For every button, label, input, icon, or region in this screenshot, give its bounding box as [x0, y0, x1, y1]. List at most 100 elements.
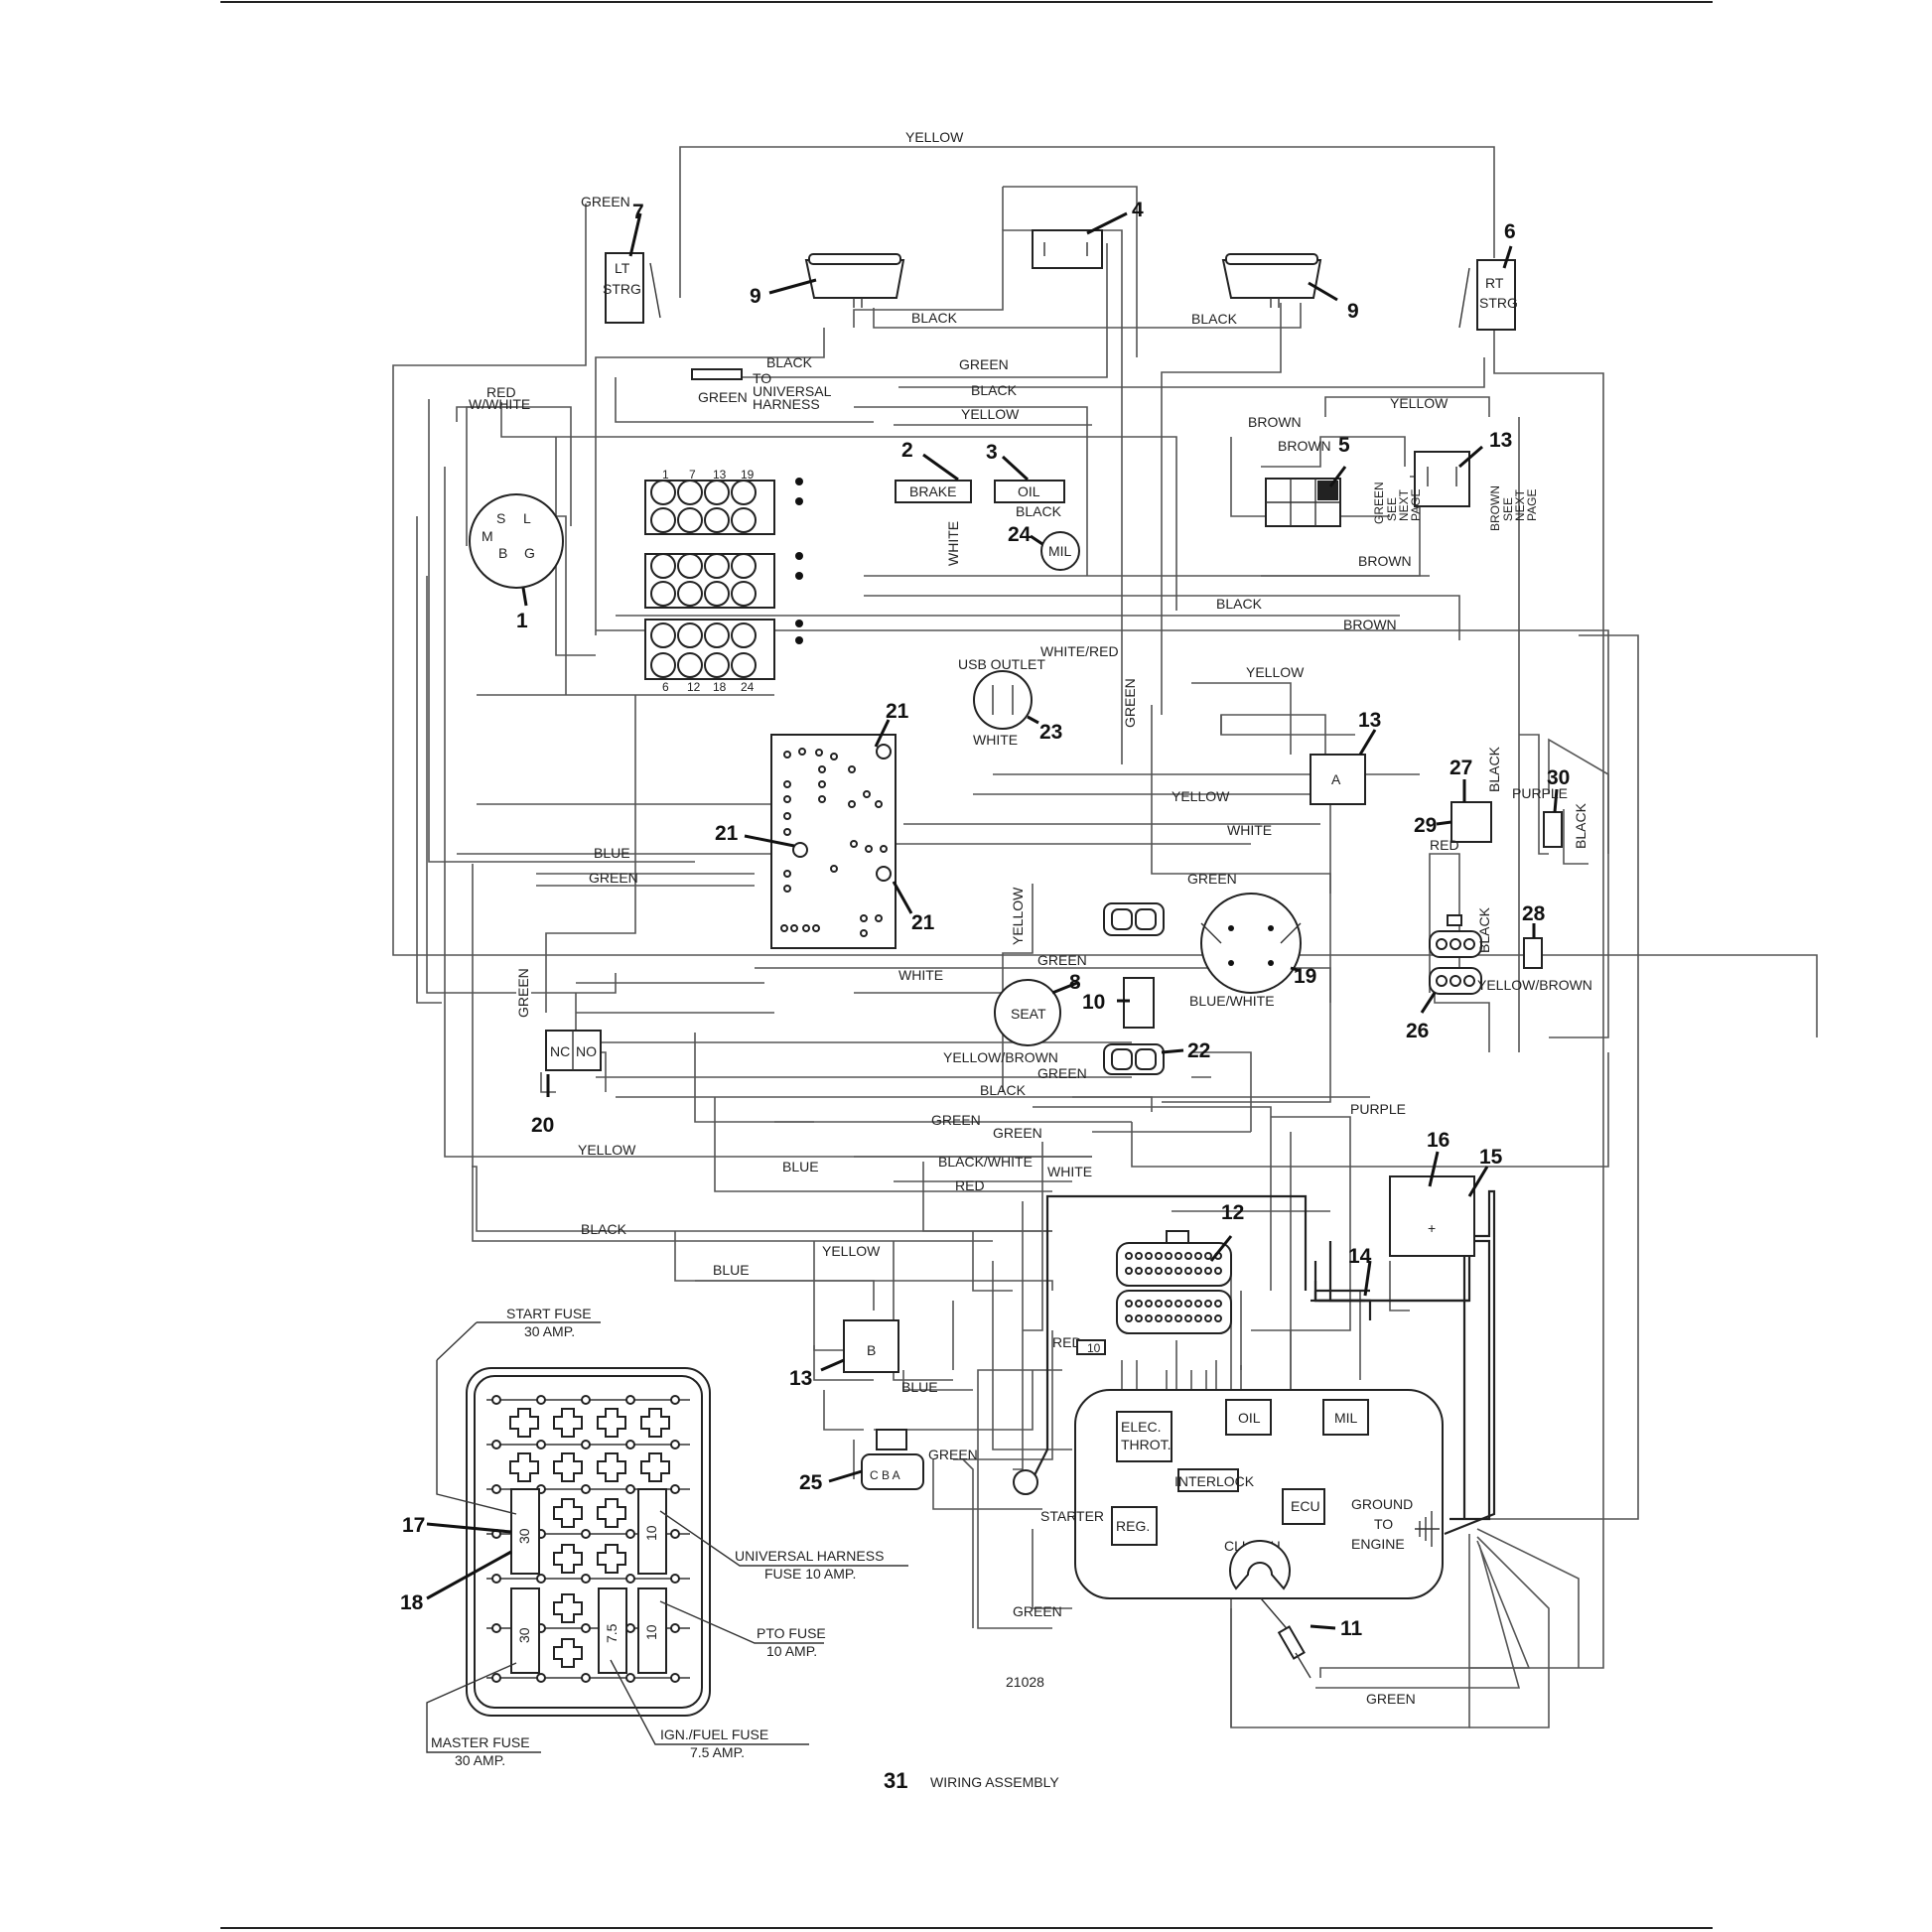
- elec-throt-2: THROT.: [1121, 1437, 1172, 1452]
- callout-23: 23: [1039, 721, 1062, 744]
- pto-fuse-1: PTO FUSE: [757, 1625, 826, 1641]
- fuse-10-inline: [1076, 1339, 1106, 1355]
- callout-2: 2: [901, 439, 913, 462]
- no-label: NO: [576, 1043, 597, 1059]
- component-10: [1123, 977, 1155, 1029]
- lt-strg-switch: LT STRG: [603, 252, 661, 324]
- wire-network: [392, 146, 1818, 1728]
- module-27-29: [1450, 801, 1492, 843]
- callout-27: 27: [1449, 757, 1472, 779]
- relay-a-label: A: [1331, 771, 1341, 787]
- connector-pin: [731, 622, 757, 648]
- callout-17: 17: [402, 1514, 425, 1537]
- connector-pin: [677, 553, 703, 579]
- ign-fuse-2: 7.5 AMP.: [690, 1744, 745, 1760]
- module-terminal: [850, 840, 858, 848]
- fuse-row-dot: [581, 1574, 591, 1584]
- fuse-row-dot: [625, 1673, 635, 1683]
- module-terminal: [783, 751, 791, 759]
- fuse-row-dot: [581, 1623, 591, 1633]
- ecu-pin: [1174, 1314, 1182, 1322]
- fuse-socket: [553, 1638, 583, 1668]
- connector-24pin: 1 7 13 19 6 12 18 24: [644, 468, 803, 694]
- connector-25-pins: C B A: [870, 1468, 900, 1482]
- module-terminal: [783, 870, 791, 878]
- display-left: [804, 253, 905, 308]
- module-terminal: [818, 795, 826, 803]
- connector-25: C B A: [861, 1429, 924, 1490]
- universal-fuse-2: FUSE 10 AMP.: [764, 1566, 856, 1582]
- wl-yellow-brown: YELLOW/BROWN: [943, 1049, 1058, 1065]
- wl-brown-2: BROWN: [1278, 438, 1331, 454]
- ecu-pin: [1145, 1300, 1153, 1308]
- universal-harness-plug: [691, 368, 743, 380]
- callout-6: 6: [1504, 220, 1516, 243]
- ecu-pin: [1155, 1267, 1163, 1275]
- fuse-row-dot: [536, 1673, 546, 1683]
- engine-ground-1: GROUND: [1351, 1496, 1413, 1512]
- fuse-row-dot: [625, 1484, 635, 1494]
- fuse-row-dot: [625, 1395, 635, 1405]
- pin-1: 1: [662, 468, 669, 482]
- module-terminal: [815, 749, 823, 757]
- fuse-socket: [553, 1498, 583, 1528]
- ignition-switch: S L M B G: [469, 493, 564, 589]
- engine-mil: MIL: [1334, 1410, 1358, 1426]
- ign-g: G: [524, 545, 535, 561]
- module-terminal: [790, 924, 798, 932]
- wl-green-b: GREEN: [993, 1125, 1042, 1141]
- callout-3: 3: [986, 441, 998, 464]
- see-next-green-2: SEE: [1385, 497, 1399, 521]
- callout-28: 28: [1522, 902, 1546, 925]
- controller-module: [770, 734, 897, 949]
- connector-pin: [704, 622, 730, 648]
- ecu-pin: [1125, 1252, 1133, 1260]
- ecu-pin: [1214, 1300, 1222, 1308]
- callout-25: 25: [799, 1471, 823, 1494]
- fuse-socket: [597, 1408, 626, 1438]
- fuse-block: 30 10 30 7.5 10: [466, 1367, 711, 1717]
- ecu-pin: [1125, 1300, 1133, 1308]
- ecu-connectors-12: [1116, 1230, 1232, 1334]
- ecu-pin: [1165, 1252, 1173, 1260]
- see-next-brown-3: NEXT: [1513, 488, 1527, 521]
- fuse-universal-value: 10: [643, 1525, 659, 1541]
- callout-21-low: 21: [911, 911, 935, 934]
- rt-strg-line1: RT: [1485, 275, 1504, 291]
- callout-22: 22: [1187, 1039, 1210, 1062]
- wl-black-r9: BLACK: [1191, 311, 1238, 327]
- wl-green-22: GREEN: [1037, 1065, 1087, 1081]
- module-terminal: [783, 828, 791, 836]
- wl-red-low: RED: [955, 1177, 985, 1193]
- module-terminal: [830, 753, 838, 760]
- wl-yellow-13r: YELLOW: [1172, 788, 1230, 804]
- fuse-row-dot: [491, 1623, 501, 1633]
- ecu-pin: [1145, 1314, 1153, 1322]
- callout-9-left: 9: [750, 285, 761, 308]
- module-terminal: [780, 924, 788, 932]
- wl-white-brake: WHITE: [945, 521, 961, 566]
- engine-oil: OIL: [1238, 1410, 1261, 1426]
- module-terminal: [848, 800, 856, 808]
- module-terminal: [818, 765, 826, 773]
- component-4-box: [1032, 229, 1103, 269]
- wl-blue-13b: BLUE: [901, 1379, 938, 1395]
- relay-13-top: [1414, 451, 1470, 507]
- fuse-socket: [597, 1544, 626, 1574]
- relay-13-mid: A: [1310, 754, 1366, 805]
- fuse-master-value: 30: [516, 1627, 532, 1643]
- connector-pin: [677, 480, 703, 505]
- connector-pin: [731, 581, 757, 607]
- callout-7: 7: [632, 201, 644, 223]
- fuse-row-dot: [581, 1440, 591, 1449]
- fuse-row-dot: [625, 1440, 635, 1449]
- connector-pin: [650, 581, 676, 607]
- fuse-row-dot: [625, 1623, 635, 1633]
- callout-20: 20: [531, 1114, 554, 1137]
- wl-white: W/WHITE: [469, 396, 530, 412]
- wl-black-mid: BLACK: [971, 382, 1018, 398]
- module-terminal: [783, 780, 791, 788]
- ign-fuse-1: IGN./FUEL FUSE: [660, 1726, 768, 1742]
- see-next-brown-4: PAGE: [1525, 489, 1539, 521]
- ecu-pin: [1125, 1267, 1133, 1275]
